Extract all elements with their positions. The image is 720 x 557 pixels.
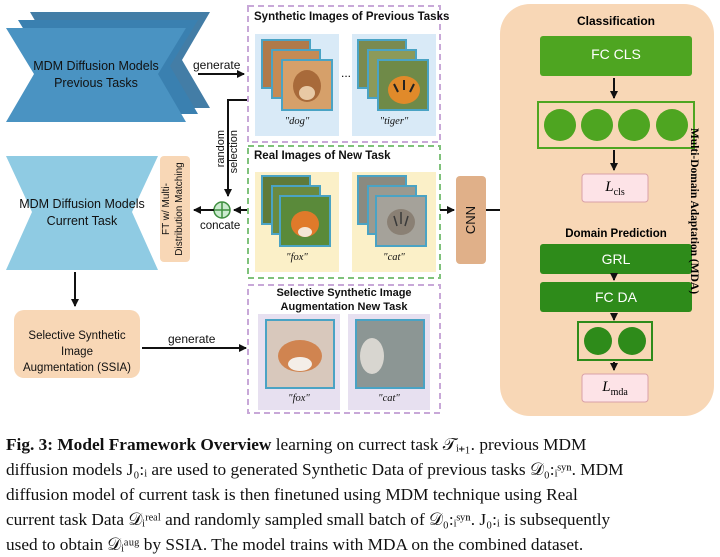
mdm-current-model xyxy=(6,156,158,270)
tiger-images xyxy=(357,39,429,111)
caption-tiger: "tiger" xyxy=(379,116,409,127)
ft-label: FT w/ Multi- Distribution Matching xyxy=(161,162,185,256)
l-cls-box xyxy=(581,173,649,203)
ssia-cat-image xyxy=(355,319,425,389)
cls-neurons-box xyxy=(537,101,695,149)
caption-line4: current task Data 𝒟ᵢʳᵉᵃˡ and randomly sa… xyxy=(6,510,611,529)
fc-da-label: FC DA xyxy=(595,289,637,305)
cnn-box xyxy=(456,176,486,264)
fc-da-box xyxy=(540,282,692,312)
grl-label: GRL xyxy=(601,251,631,267)
da-neuron xyxy=(584,327,612,355)
da-neuron xyxy=(618,327,646,355)
ssia-panel-title: Selective Synthetic Image Augmentation N… xyxy=(276,287,412,313)
ssia-box xyxy=(14,310,140,378)
generate-label-top: generate xyxy=(193,58,241,72)
concate-label: concate xyxy=(200,220,241,232)
grl-box xyxy=(540,244,692,274)
synthetic-panel xyxy=(247,5,441,143)
caption-ssia-fox: "fox" xyxy=(288,393,310,404)
cls-neuron xyxy=(656,109,688,141)
ellipsis: ... xyxy=(341,66,352,80)
concat-node xyxy=(213,201,231,219)
caption-cat: "cat" xyxy=(383,252,405,263)
caption-title: Model Framework Overview xyxy=(57,435,272,454)
real-panel xyxy=(247,145,441,279)
cls-neuron xyxy=(544,109,576,141)
generate-label-bottom: generate xyxy=(168,332,216,346)
caption-fox: "fox" xyxy=(286,252,308,263)
ssia-fox-image xyxy=(265,319,335,389)
caption-line3: diffusion model of current task is then … xyxy=(6,485,578,504)
l-cls-label: Lcls xyxy=(605,179,625,198)
domain-prediction-title: Domain Prediction xyxy=(565,228,667,240)
da-neurons-box xyxy=(577,321,653,361)
caption-fig: Fig. 3: xyxy=(6,435,54,454)
ft-box xyxy=(160,156,190,262)
ssia-label: Selective Synthetic Image Augmentation (… xyxy=(22,330,132,374)
caption-line2: diffusion models J₀:ᵢ are used to genera… xyxy=(6,460,624,479)
framework-diagram xyxy=(6,4,714,416)
figure-caption: Fig. 3: Model Framework Overview learnin… xyxy=(6,432,714,557)
caption-line1: learning on currect task 𝒯ᵢ₊₁. previous … xyxy=(275,435,587,454)
cls-neuron xyxy=(581,109,613,141)
caption-ssia-cat: "cat" xyxy=(378,393,400,404)
l-mda-label: Lmda xyxy=(602,379,628,398)
real-title: Real Images of New Task xyxy=(254,150,391,162)
cat-images xyxy=(357,175,427,247)
dog-images xyxy=(261,39,333,111)
mdm-previous-model xyxy=(6,12,210,122)
fc-cls-label: FC CLS xyxy=(591,46,641,62)
l-mda-box xyxy=(581,373,649,403)
mdm-current-label: MDM Diffusion Models Current Task xyxy=(19,197,145,228)
mda-panel xyxy=(500,4,714,416)
ssia-panel xyxy=(247,284,441,414)
mdm-previous-label: MDM Diffusion Models Previous Tasks xyxy=(33,59,159,90)
cnn-label: CNN xyxy=(463,205,478,235)
cls-neuron xyxy=(618,109,650,141)
mda-vertical-label: Multi-Domain Adaptation (MDA) xyxy=(688,127,700,295)
random-selection-arrow xyxy=(224,99,248,197)
synthetic-title: Synthetic Images of Previous Tasks xyxy=(254,11,450,23)
caption-line5: used to obtain 𝒟ᵢᵃᵘᵍ by SSIA. The model … xyxy=(6,535,584,554)
fox-images xyxy=(261,175,331,247)
fc-cls-box xyxy=(540,36,692,76)
caption-dog: "dog" xyxy=(284,116,310,127)
classification-title: Classification xyxy=(576,14,656,28)
random-selection-label: random selection xyxy=(215,130,240,174)
